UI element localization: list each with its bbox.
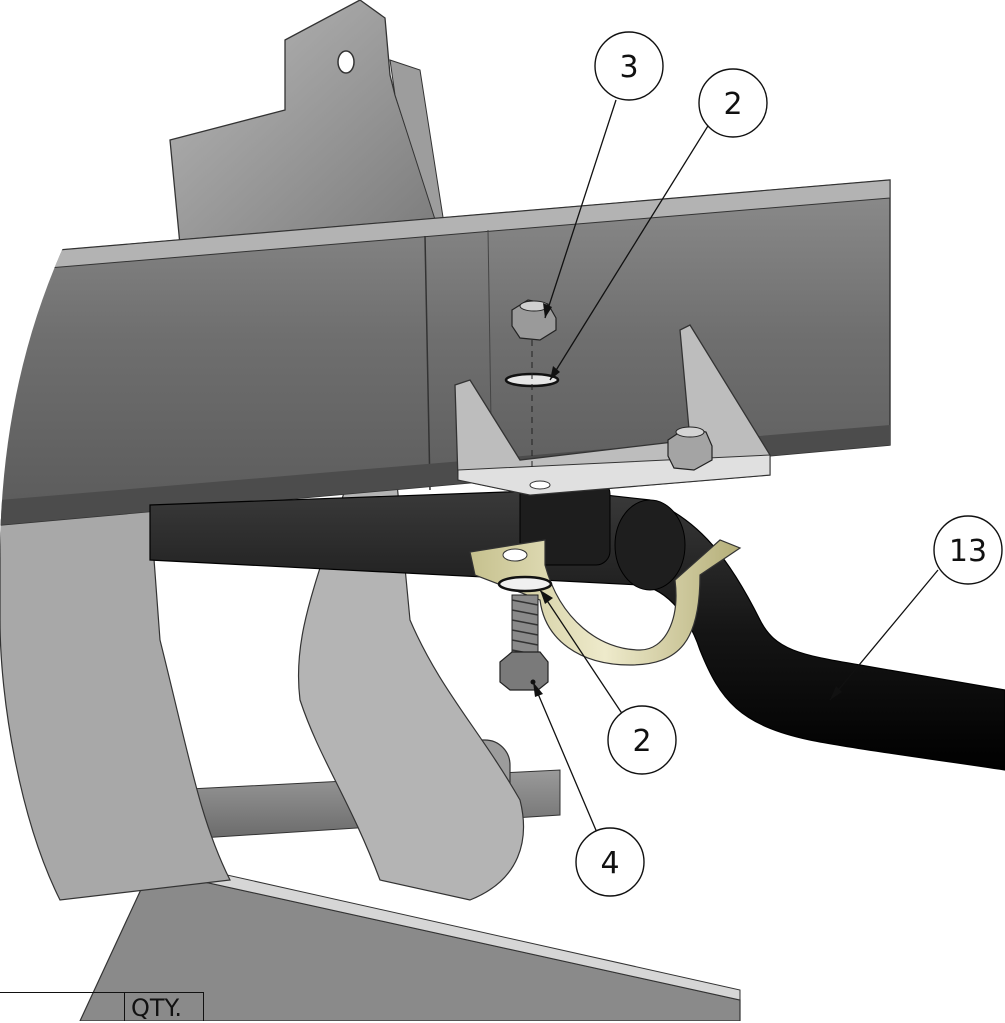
balloon-13: 13: [933, 515, 1003, 585]
bom-qty-header: QTY.: [124, 992, 204, 1022]
leader-2-top: [549, 112, 717, 381]
balloon-label-2-top: 2: [723, 87, 742, 122]
balloon-label-2-bottom: 2: [632, 724, 651, 759]
balloon-label-4: 4: [600, 846, 619, 881]
balloon-2-top: 2: [698, 68, 768, 138]
bracket-hole: [337, 50, 355, 74]
washer-item-2-bottom: [497, 575, 553, 593]
leader-3: [544, 99, 617, 319]
balloon-2-bottom: 2: [607, 705, 677, 775]
balloon-4: 4: [575, 827, 645, 897]
arm-plate-left: [0, 504, 231, 901]
leader-4: [532, 681, 599, 836]
bushing-bracket: [469, 539, 742, 666]
leader-13: [829, 569, 939, 701]
sway-bar: [149, 489, 1005, 771]
balloon-label-13: 13: [949, 534, 987, 569]
bom-description-cell: [0, 992, 124, 1022]
bolt-item-4: [499, 594, 549, 691]
balloon-label-3: 3: [619, 50, 638, 85]
bom-table-header: QTY.: [0, 988, 205, 1022]
upper-bracket-plate: [169, 0, 441, 246]
balloon-3: 3: [594, 31, 664, 101]
nut-right: [667, 426, 713, 471]
leader-2-bottom: [539, 589, 626, 719]
